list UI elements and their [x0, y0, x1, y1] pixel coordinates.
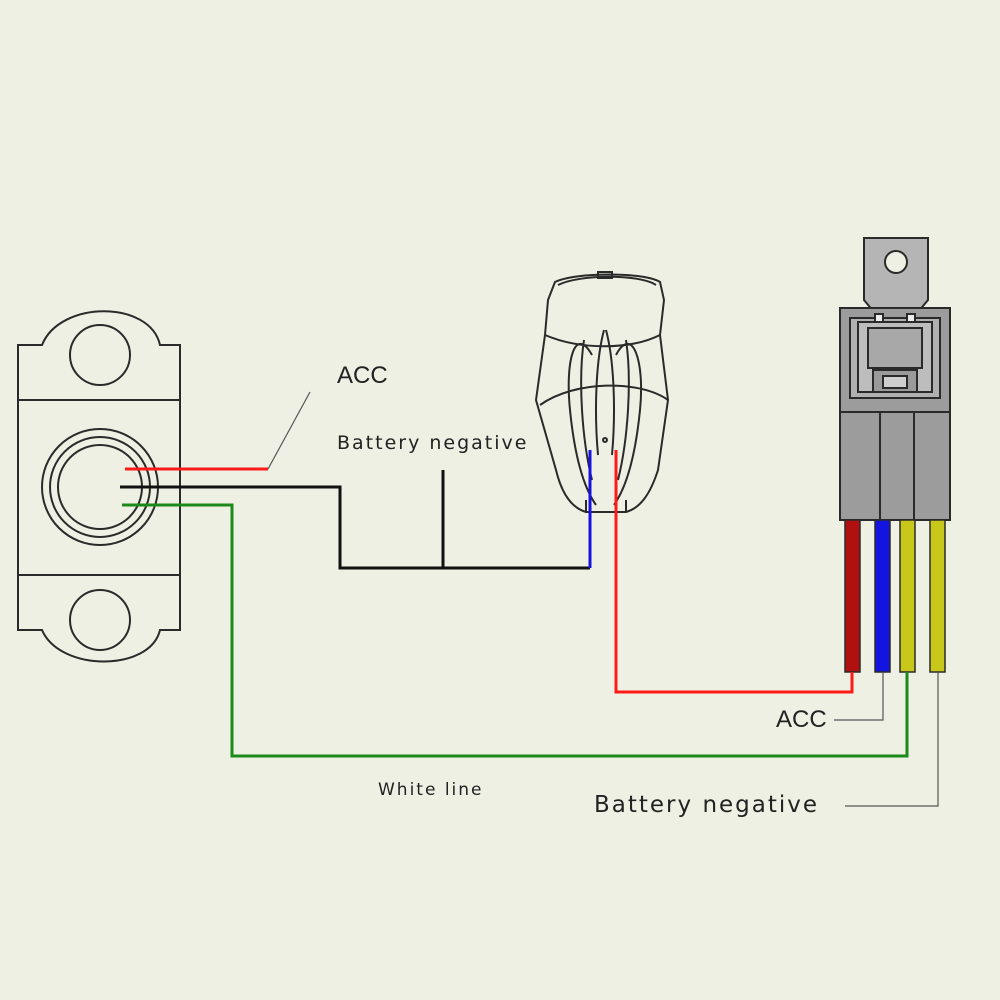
label-acc-bottom: ACC: [776, 706, 827, 733]
light-housing-band: [544, 334, 661, 348]
relay: [839, 237, 951, 521]
light-housing-screw: [602, 437, 608, 443]
light-housing: [534, 271, 670, 513]
label-acc-top: ACC: [337, 362, 388, 389]
mount-hole-bottom: [69, 589, 131, 651]
light-grip-center: [595, 329, 615, 456]
light-grip-right: [613, 342, 643, 506]
relay-wire-yellow-1: [899, 519, 916, 673]
label-white-line: White line: [378, 780, 484, 800]
light-housing-outline: [534, 273, 670, 513]
label-battery-negative-bottom: Battery negative: [594, 792, 820, 818]
relay-mounting-tab: [863, 237, 929, 313]
wire-green-white-line: [122, 503, 909, 758]
leader-acc-bottom: [834, 672, 884, 721]
label-battery-negative-top: Battery negative: [337, 432, 529, 454]
leader-lines: [267, 391, 939, 807]
leader-acc-top: [267, 391, 311, 470]
mount-hole-top: [69, 324, 131, 386]
relay-tab-hole: [884, 250, 908, 274]
wire-red-light: [614, 450, 854, 694]
relay-latch-inner: [867, 327, 923, 369]
connecting-wires: [120, 450, 909, 758]
relay-wire-blue: [874, 519, 891, 673]
light-housing-band-lower: [539, 384, 669, 406]
light-grip-left: [567, 342, 597, 506]
relay-wires: [844, 519, 946, 673]
relay-latch-slot-right: [906, 313, 916, 323]
light-grip-inner: [580, 339, 630, 481]
switch-mount-outline: [17, 310, 181, 663]
wire-black-switch: [120, 485, 590, 570]
leader-battery-negative-bottom: [845, 672, 939, 807]
relay-latch-key-inner: [882, 375, 908, 389]
relay-latch-slot-left: [874, 313, 884, 323]
relay-wire-dark-red: [844, 519, 861, 673]
light-housing-base: [585, 500, 627, 512]
light-housing-cap-notch: [597, 271, 613, 279]
light-housing-cap: [557, 275, 657, 286]
relay-wire-yellow-2: [929, 519, 946, 673]
